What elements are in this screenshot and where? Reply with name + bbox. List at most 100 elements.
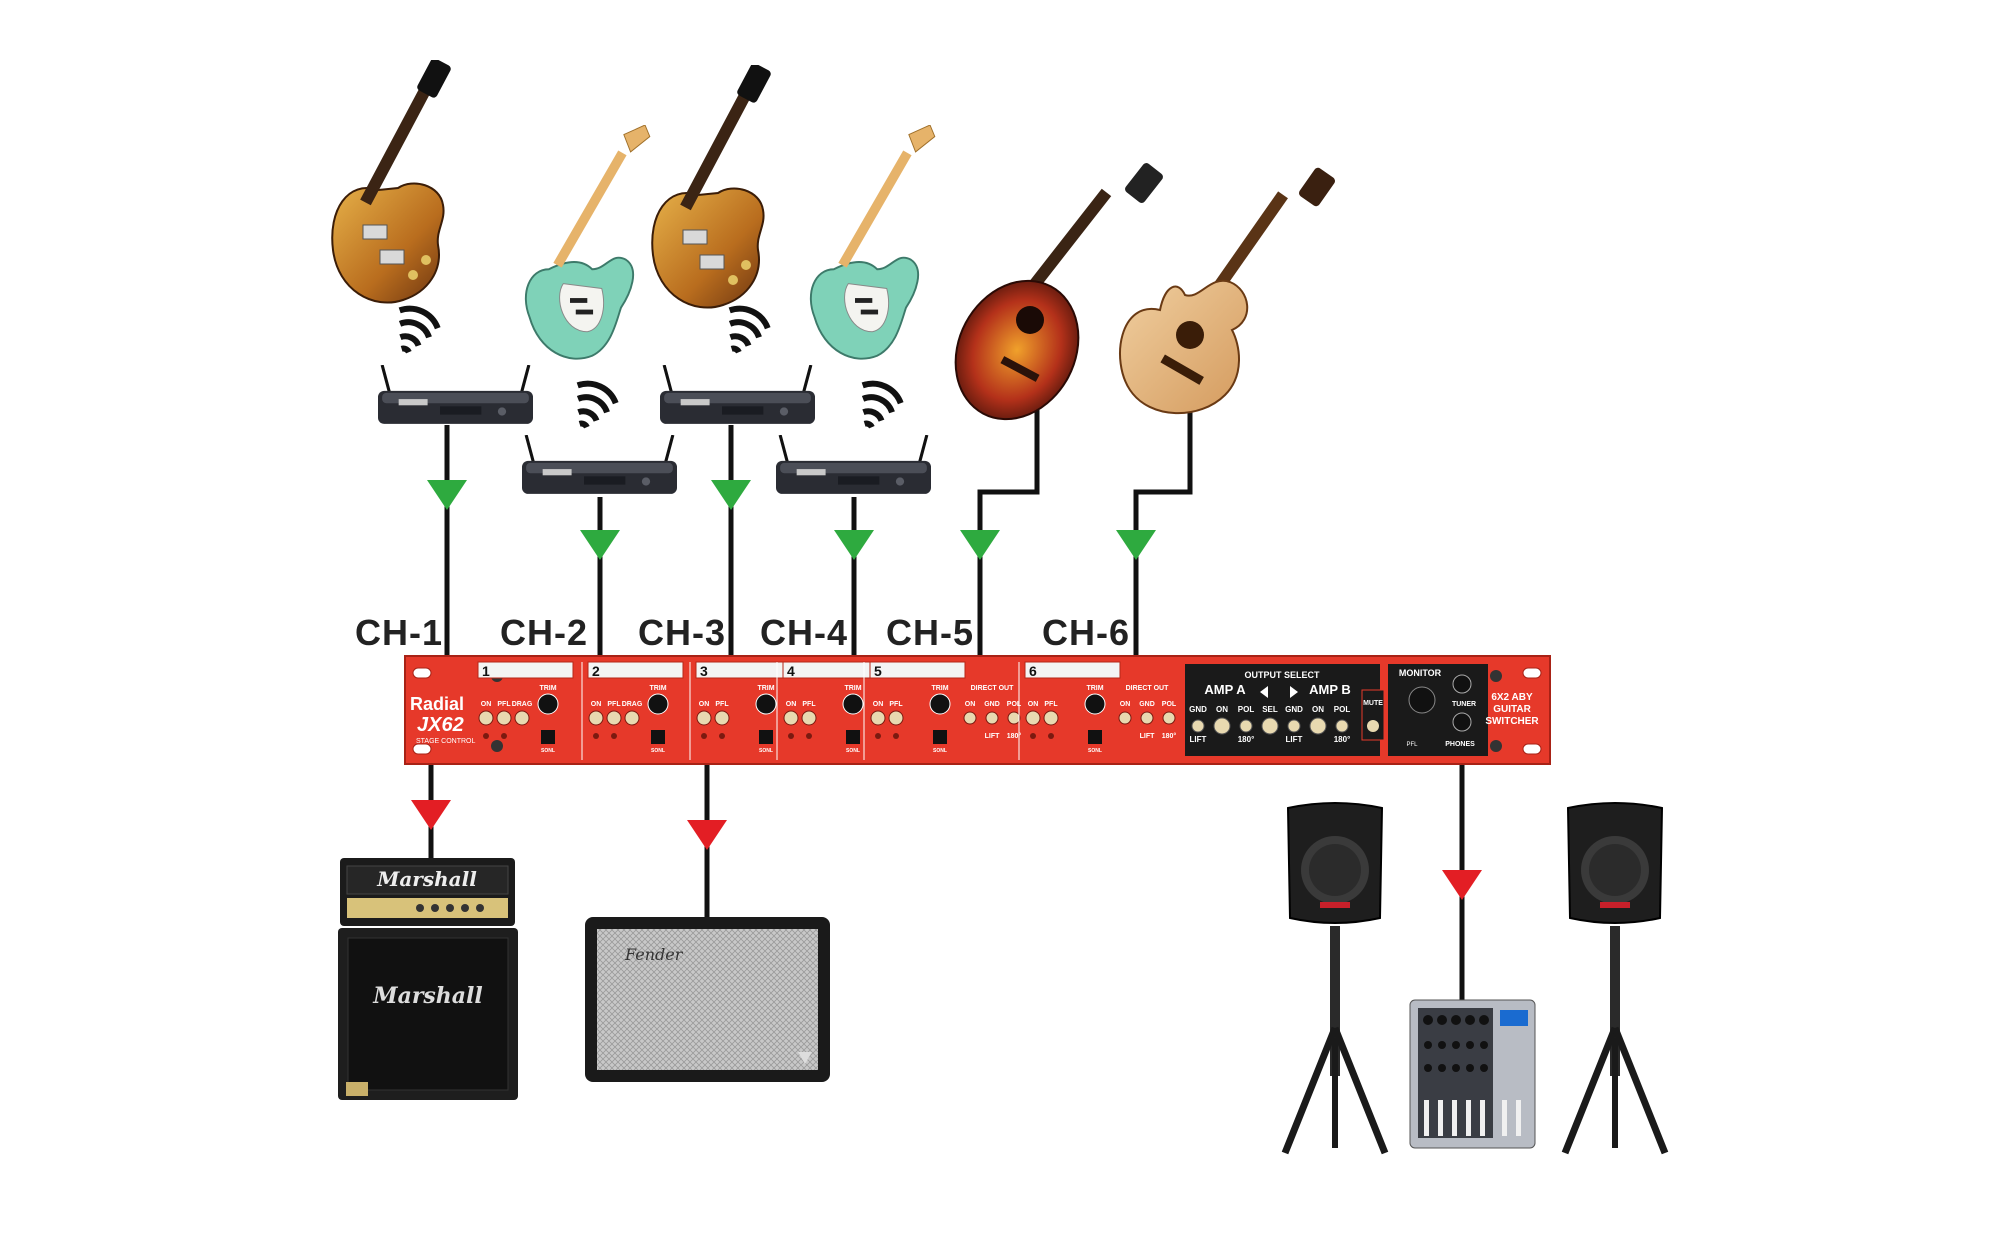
wireless-receiver-icon: [378, 365, 533, 426]
pol-label: POL: [1334, 705, 1351, 714]
wireless-receiver-icon: [522, 435, 677, 496]
channel-label-2: CH-2: [500, 612, 589, 653]
trim-knob: [537, 693, 559, 715]
signal-line: [1133, 410, 1193, 655]
lift-label: LIFT: [1190, 735, 1207, 744]
monitor-label: MONITOR: [1399, 668, 1442, 678]
svg-text:PFL: PFL: [715, 701, 729, 708]
output-arrow-icon: [687, 820, 727, 850]
svg-text:LIFT: LIFT: [1140, 733, 1155, 740]
channel-switch: [1043, 710, 1059, 726]
svg-text:GND: GND: [984, 701, 1000, 708]
svg-text:PFL: PFL: [497, 701, 511, 708]
sonl-button: [759, 730, 773, 744]
svg-text:180°: 180°: [1007, 732, 1022, 740]
svg-text:SONL: SONL: [933, 748, 947, 754]
svg-text:PFL: PFL: [802, 701, 816, 708]
channel-switch: [888, 710, 904, 726]
wireless-receiver-icon: [776, 435, 931, 496]
svg-text:ON: ON: [591, 701, 602, 708]
channel-number: 6: [1029, 663, 1037, 679]
svg-text:SONL: SONL: [846, 748, 860, 754]
mute-label: MUTE: [1363, 700, 1383, 707]
input-arrow-icon: [427, 480, 467, 510]
pfl-label: PFL: [1406, 742, 1418, 748]
svg-text:POL: POL: [1162, 701, 1177, 708]
sel-label: SEL: [1262, 705, 1278, 714]
wireless-signal-icon: [863, 378, 905, 428]
phones-jack: [1452, 712, 1472, 732]
degree-label: 180°: [1334, 735, 1351, 744]
marshall-logo: Marshall: [372, 983, 483, 1009]
svg-text:TRIM: TRIM: [757, 685, 774, 692]
channel-switch: [870, 710, 886, 726]
channel-switch: [606, 710, 622, 726]
svg-text:TRIM: TRIM: [931, 685, 948, 692]
guitar-amp-icon: Marshall Marshall: [338, 858, 518, 1100]
channel-scribble-strip: [587, 661, 684, 679]
svg-text:PFL: PFL: [1044, 701, 1058, 708]
input-arrow-icon: [711, 480, 751, 510]
pa-speaker-icon: [1285, 803, 1385, 1153]
gnd-label: GND: [1285, 705, 1303, 714]
output-arrow-icon: [411, 800, 451, 830]
sonl-button: [1088, 730, 1102, 744]
channel-number: 2: [592, 663, 600, 679]
channel-switch: [714, 710, 730, 726]
trim-knob: [842, 693, 864, 715]
signal-line: [977, 410, 1040, 655]
channel-switch: [696, 710, 712, 726]
svg-text:PFL: PFL: [889, 701, 903, 708]
mute-switch: [1367, 720, 1379, 732]
channel-switch: [801, 710, 817, 726]
svg-text:TRIM: TRIM: [1086, 685, 1103, 692]
svg-text:DIRECT OUT: DIRECT OUT: [1126, 685, 1170, 692]
channel-number: 5: [874, 663, 882, 679]
channel-switch: [783, 710, 799, 726]
lift-label: LIFT: [1286, 735, 1303, 744]
svg-text:ON: ON: [699, 701, 710, 708]
svg-text:ON: ON: [1120, 701, 1131, 708]
monitor-knob: [1408, 686, 1436, 714]
channel-number: 4: [787, 663, 795, 679]
svg-text:GND: GND: [1139, 701, 1155, 708]
channel-switch: [496, 710, 512, 726]
input-arrow-icon: [960, 530, 1000, 560]
amp-b-label: AMP B: [1309, 682, 1351, 697]
model-subtitle: STAGE CONTROL: [416, 738, 475, 745]
svg-text:POL: POL: [1007, 701, 1022, 708]
channel-strip: 5ON PFL TRIM SONL DIRECT OUT ON GND POL LIFT 180°: [863, 661, 1022, 760]
channel-label-6: CH-6: [1042, 612, 1131, 653]
tuner-jack: [1452, 674, 1472, 694]
marshall-logo: Marshall: [376, 867, 477, 891]
output-arrow-icon: [1442, 870, 1482, 900]
input-arrow-icon: [1116, 530, 1156, 560]
svg-text:SONL: SONL: [541, 748, 555, 754]
unit-title-line3: SWITCHER: [1485, 716, 1539, 727]
channel-scribble-strip: [869, 661, 966, 679]
svg-text:TRIM: TRIM: [844, 685, 861, 692]
fender-logo: Fender: [624, 945, 684, 964]
pa-speaker-icon: [1565, 803, 1665, 1153]
trim-knob: [1084, 693, 1106, 715]
svg-text:ON: ON: [965, 701, 976, 708]
guitar-amp-icon: Fender: [585, 917, 830, 1082]
on-label: ON: [1216, 705, 1228, 714]
trim-knob: [755, 693, 777, 715]
electric-guitar-icon: [331, 60, 454, 304]
channel-label-1: CH-1: [355, 612, 444, 653]
svg-text:DIRECT OUT: DIRECT OUT: [971, 685, 1015, 692]
mixer-icon: [1409, 999, 1536, 1149]
svg-text:LIFT: LIFT: [985, 733, 1000, 740]
sonl-button: [651, 730, 665, 744]
svg-text:ON: ON: [873, 701, 884, 708]
svg-text:SONL: SONL: [1088, 748, 1102, 754]
acoustic-guitar-icon: [954, 163, 1163, 421]
svg-text:TRIM: TRIM: [649, 685, 666, 692]
input-arrow-icon: [834, 530, 874, 560]
wireless-signal-icon: [400, 303, 442, 353]
degree-label: 180°: [1238, 735, 1255, 744]
